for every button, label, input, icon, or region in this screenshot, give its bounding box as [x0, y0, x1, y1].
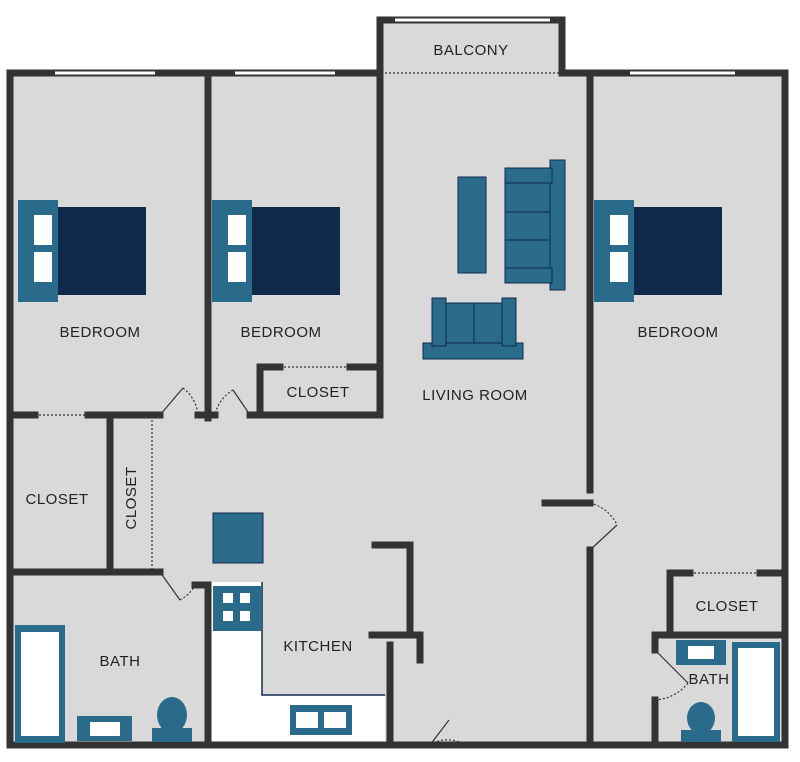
- bedroom-right-label: BEDROOM: [637, 324, 718, 341]
- sink-icon: [77, 716, 132, 741]
- kitchen-counter-edge: [261, 582, 385, 696]
- stove-icon: [213, 586, 261, 631]
- bedroom-left-label: BEDROOM: [59, 324, 140, 341]
- bathtub-icon: [732, 642, 780, 742]
- sink-icon: [676, 640, 726, 665]
- bath-left-label: BATH: [100, 653, 141, 670]
- toilet-icon: [152, 697, 192, 742]
- windows: [55, 18, 735, 75]
- coffee-table-icon: [457, 176, 487, 274]
- door-swings: [35, 72, 760, 746]
- room-labels: BALCONY BEDROOM BEDROOM BEDROOM CLOSET L…: [25, 42, 758, 688]
- living-room-label: LIVING ROOM: [422, 387, 528, 404]
- bed-icon: [212, 200, 340, 302]
- loveseat-icon: [422, 297, 524, 360]
- sink-icon: [290, 705, 352, 735]
- sofa-icon: [504, 159, 566, 291]
- bed-icon: [594, 200, 722, 302]
- closet-hall-label: CLOSET: [123, 466, 140, 529]
- closet-middle-label: CLOSET: [286, 384, 349, 401]
- balcony-label: BALCONY: [433, 42, 508, 59]
- refrigerator-icon: [212, 512, 264, 564]
- bath-right-label: BATH: [689, 671, 730, 688]
- toilet-icon: [681, 702, 721, 742]
- bedroom-middle-label: BEDROOM: [240, 324, 321, 341]
- bathtub-icon: [15, 625, 65, 743]
- closet-left-label: CLOSET: [25, 491, 88, 508]
- closet-right-label: CLOSET: [695, 598, 758, 615]
- bed-icon: [18, 200, 146, 302]
- kitchen-label: KITCHEN: [283, 638, 352, 655]
